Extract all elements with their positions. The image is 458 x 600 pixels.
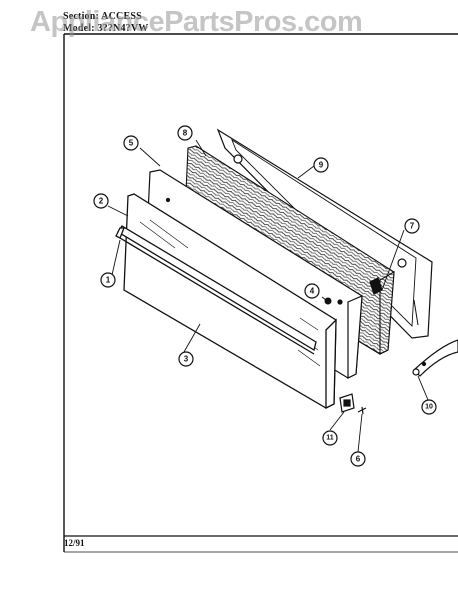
screw-part-6 bbox=[357, 406, 367, 415]
section-label: Section: ACCESS bbox=[63, 11, 142, 22]
callout-3-circle bbox=[178, 351, 194, 367]
callout-10-label: 10 bbox=[425, 404, 433, 411]
hinge-arm bbox=[412, 339, 458, 377]
callout-2-circle bbox=[93, 193, 109, 209]
callout-11-label: 11 bbox=[326, 435, 334, 442]
callout-9-circle bbox=[313, 157, 329, 173]
page-frame bbox=[63, 33, 458, 553]
callout-2-label: 2 bbox=[99, 197, 104, 206]
leader-lines bbox=[107, 139, 429, 453]
callout-4-circle bbox=[304, 283, 320, 299]
watermark-logo: AppliancePartsPros.com bbox=[30, 6, 363, 38]
callout-1-circle bbox=[100, 272, 116, 288]
callout-11-circle bbox=[322, 430, 338, 446]
callout-6-circle bbox=[350, 451, 366, 467]
callout-3-label: 3 bbox=[184, 355, 189, 364]
callout-10-circle bbox=[421, 399, 437, 415]
door-bracket bbox=[339, 393, 355, 413]
callout-9-label: 9 bbox=[319, 161, 324, 170]
model-label: Model: 3??N4?VW bbox=[63, 23, 149, 34]
callout-4-label: 4 bbox=[310, 287, 315, 296]
date-code: 12/91 bbox=[64, 538, 85, 548]
callout-6-label: 6 bbox=[356, 455, 361, 464]
screw-part-4 bbox=[324, 297, 332, 305]
door-handle bbox=[115, 225, 317, 355]
callout-5-circle bbox=[123, 135, 139, 151]
callout-7-label: 7 bbox=[410, 222, 415, 231]
callout-8-label: 8 bbox=[183, 129, 188, 138]
callout-7-circle bbox=[404, 218, 420, 234]
callout-8-circle bbox=[177, 125, 193, 141]
callout-5-label: 5 bbox=[129, 139, 134, 148]
callout-1-label: 1 bbox=[106, 276, 111, 285]
